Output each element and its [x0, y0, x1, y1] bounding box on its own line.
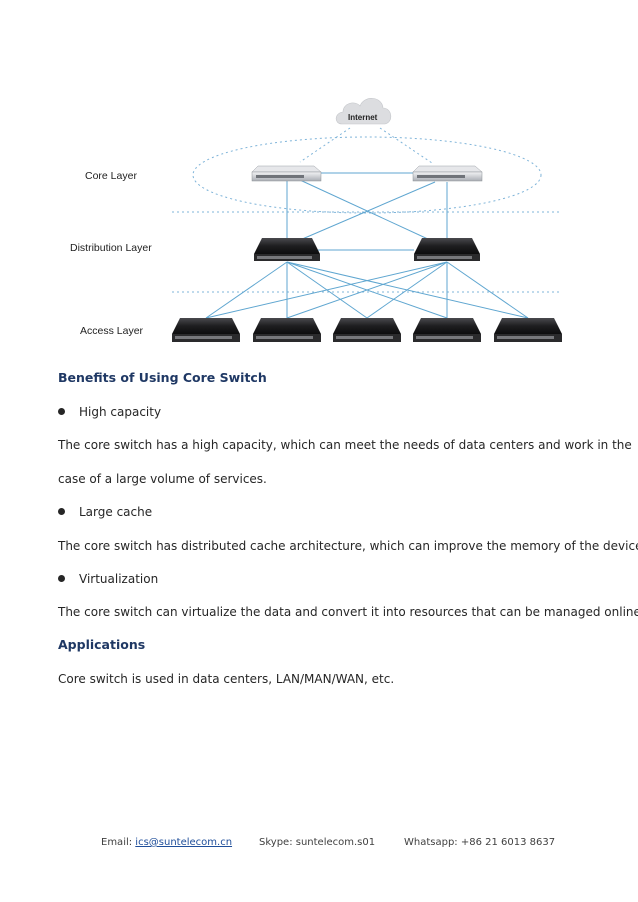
core-layer-label: Core Layer: [85, 170, 137, 182]
distribution-layer-label: Distribution Layer: [70, 242, 152, 254]
applications-text: Core switch is used in data centers, LAN…: [58, 672, 395, 686]
benefit-description: The core switch has distributed cache ar…: [58, 539, 638, 553]
benefit-description: The core switch can virtualize the data …: [58, 605, 638, 619]
benefit-title: High capacity: [79, 405, 162, 419]
internet-cloud-icon: [335, 98, 392, 125]
benefit-description: case of a large volume of services.: [58, 472, 267, 486]
access-links: [205, 261, 529, 319]
distribution-switch-icon: [254, 238, 320, 261]
core-layer-ellipse: [192, 136, 542, 214]
access-switch-icon: [333, 318, 401, 342]
benefit-item: Virtualization: [58, 572, 158, 586]
footer-email: Email: ics@suntelecom.cn: [101, 837, 233, 848]
bullet-icon: [58, 575, 65, 582]
access-layer-label: Access Layer: [80, 325, 144, 337]
access-switch-icon: [253, 318, 321, 342]
benefit-title: Virtualization: [79, 572, 159, 586]
bullet-icon: [58, 508, 65, 515]
benefits-heading: Benefits of Using Core Switch: [58, 370, 267, 385]
core-switch-icon: [412, 165, 483, 182]
network-topology-diagram: Internet Core Layer Distribution Layer A…: [70, 98, 562, 342]
benefit-title: Large cache: [79, 505, 153, 519]
bullet-icon: [58, 408, 65, 415]
benefit-item: High capacity: [58, 405, 161, 419]
core-switch-icon: [251, 165, 322, 182]
distribution-switch-icon: [414, 238, 480, 261]
access-switch-icon: [494, 318, 562, 342]
benefit-item: Large cache: [58, 505, 152, 519]
internet-link: [379, 127, 433, 164]
core-links: [286, 172, 448, 251]
access-switch-icon: [413, 318, 481, 342]
footer-whatsapp: Whatsapp: +86 21 6013 8637: [404, 837, 556, 848]
benefit-description: The core switch has a high capacity, whi…: [58, 438, 632, 452]
access-switch-icon: [172, 318, 240, 342]
internet-link: [299, 127, 351, 163]
applications-heading: Applications: [58, 637, 146, 652]
footer-skype: Skype: suntelecom.s01: [259, 837, 376, 848]
internet-label: Internet: [348, 113, 378, 122]
email-link[interactable]: ics@suntelecom.cn: [135, 837, 233, 848]
